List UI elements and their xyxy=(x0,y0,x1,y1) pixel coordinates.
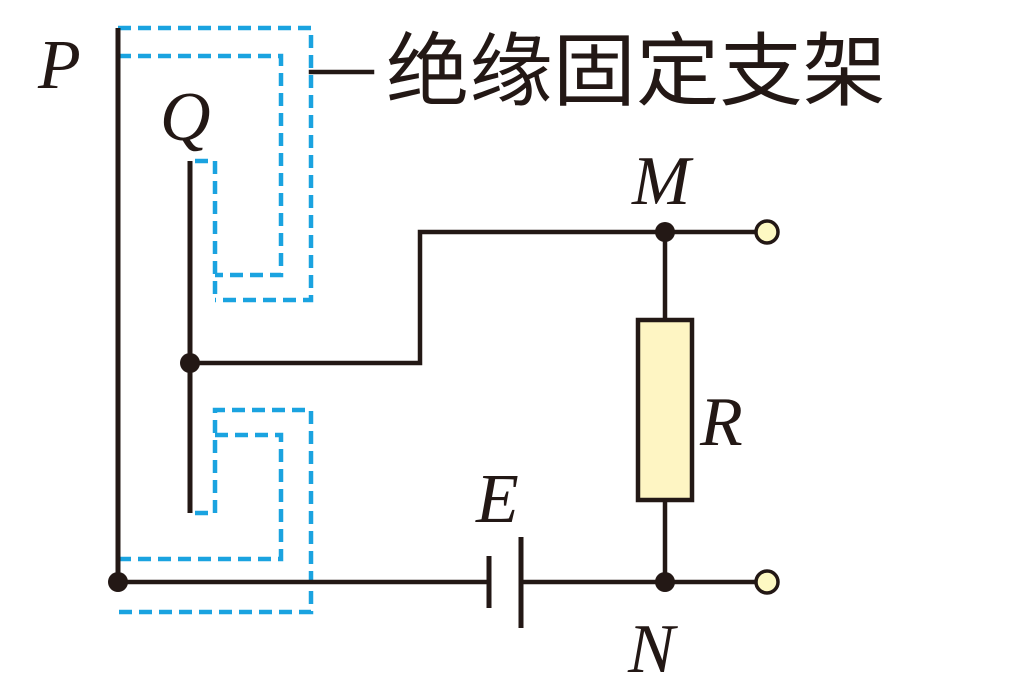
label-q: Q xyxy=(160,79,211,156)
support-q-lower-clamp xyxy=(118,407,314,615)
resistor-r xyxy=(635,317,695,503)
support-q-upper-clamp xyxy=(195,158,218,300)
support-outer-frame xyxy=(118,25,314,303)
battery-e xyxy=(486,537,524,628)
label-r: R xyxy=(699,384,743,461)
terminal-m xyxy=(754,219,780,245)
support-inner-lower-frame xyxy=(118,432,284,562)
insulating-support xyxy=(118,25,314,615)
wire-q-to-m xyxy=(187,229,768,366)
node-p xyxy=(108,572,128,592)
label-insulating-support: 绝缘固定支架 xyxy=(386,25,886,118)
node-m xyxy=(655,222,675,242)
label-m: M xyxy=(631,143,694,220)
node-n xyxy=(655,572,675,592)
label-p: P xyxy=(37,27,81,104)
terminal-n xyxy=(754,569,780,595)
node-q xyxy=(180,353,200,373)
label-n: N xyxy=(627,611,678,683)
label-e: E xyxy=(475,461,519,538)
support-inner-frame xyxy=(118,53,284,278)
